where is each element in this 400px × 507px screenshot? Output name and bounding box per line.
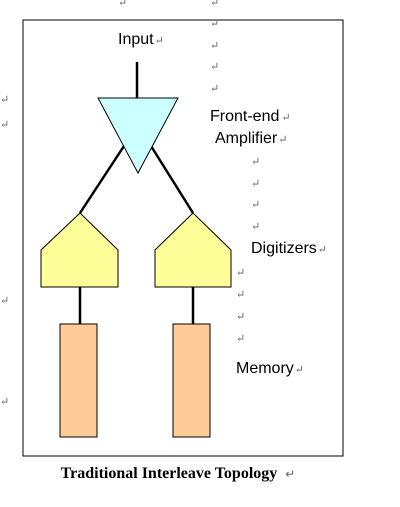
svg-text:↵: ↵ xyxy=(236,288,245,301)
svg-text:↵: ↵ xyxy=(251,177,260,190)
svg-text:↵: ↵ xyxy=(251,198,260,211)
svg-text:↵: ↵ xyxy=(210,17,219,30)
svg-text:↵: ↵ xyxy=(0,294,9,307)
svg-text:↵: ↵ xyxy=(210,82,219,95)
amp-to-digitizer-2-wire xyxy=(149,145,195,214)
svg-text:↵: ↵ xyxy=(236,310,245,323)
svg-text:↵: ↵ xyxy=(0,118,9,131)
svg-text:↵: ↵ xyxy=(0,395,9,408)
svg-text:↵: ↵ xyxy=(210,60,219,73)
svg-text:↵: ↵ xyxy=(251,155,260,168)
memory-label: Memory↵ xyxy=(236,360,304,377)
svg-text:↵: ↵ xyxy=(0,93,9,106)
paragraph-marks-left-margin: ↵ ↵ ↵ ↵ xyxy=(0,93,9,408)
input-label: Input↵ xyxy=(118,31,164,48)
figure-caption: Traditional Interleave Topology↵ xyxy=(60,465,296,482)
memory-block-2 xyxy=(172,323,211,438)
paragraph-marks-column-1: ↵ ↵ ↵ ↵ ↵ ↵ xyxy=(118,0,219,95)
digitizers-label: Digitizers↵ xyxy=(251,240,327,257)
amp-to-digitizer-1-wire xyxy=(78,145,126,214)
diagram-frame xyxy=(22,19,344,457)
digitizer-1-shape xyxy=(40,212,119,288)
svg-text:↵: ↵ xyxy=(210,39,219,52)
memory-block-1 xyxy=(59,323,98,438)
paragraph-marks-column-2: ↵ ↵ ↵ ↵ ↵ ↵ ↵ ↵ xyxy=(236,155,260,345)
amplifier-label-line2: Amplifier↵ xyxy=(215,130,287,147)
svg-text:↵: ↵ xyxy=(118,0,127,9)
digitizer-2-shape xyxy=(154,212,232,288)
svg-text:↵: ↵ xyxy=(236,266,245,279)
svg-text:↵: ↵ xyxy=(236,332,245,345)
svg-text:↵: ↵ xyxy=(251,220,260,233)
amplifier-label-line1: Front-end↵ xyxy=(210,108,291,125)
svg-text:↵: ↵ xyxy=(210,0,219,9)
front-end-amplifier-triangle xyxy=(97,97,179,175)
